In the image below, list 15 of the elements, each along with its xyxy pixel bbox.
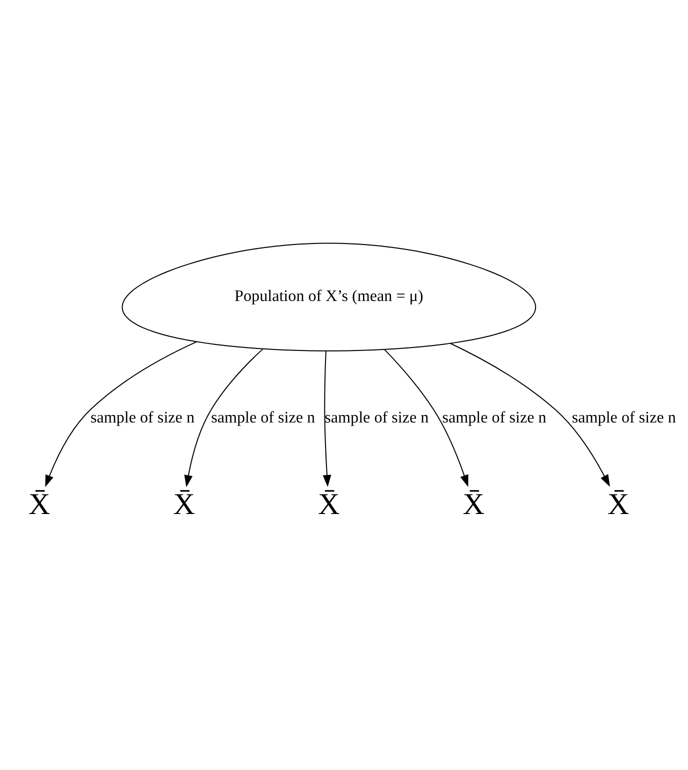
- edge-label: sample of size n: [442, 409, 546, 426]
- node-text: X̄: [608, 486, 630, 521]
- arrow: [384, 349, 468, 488]
- arrow: [322, 350, 332, 488]
- edge-label: sample of size n: [324, 409, 429, 426]
- arrow: [45, 341, 197, 488]
- arrow: [450, 342, 610, 487]
- edge-label: sample of size n: [211, 409, 316, 426]
- edge-label: sample of size n: [90, 409, 194, 426]
- node-text: X̄: [462, 486, 485, 521]
- arrow: [184, 348, 264, 488]
- node-text: X̄: [318, 486, 340, 521]
- node-text: X̄: [173, 486, 196, 521]
- node-text: X̄: [28, 486, 50, 521]
- edge-label: sample of size n: [572, 409, 676, 426]
